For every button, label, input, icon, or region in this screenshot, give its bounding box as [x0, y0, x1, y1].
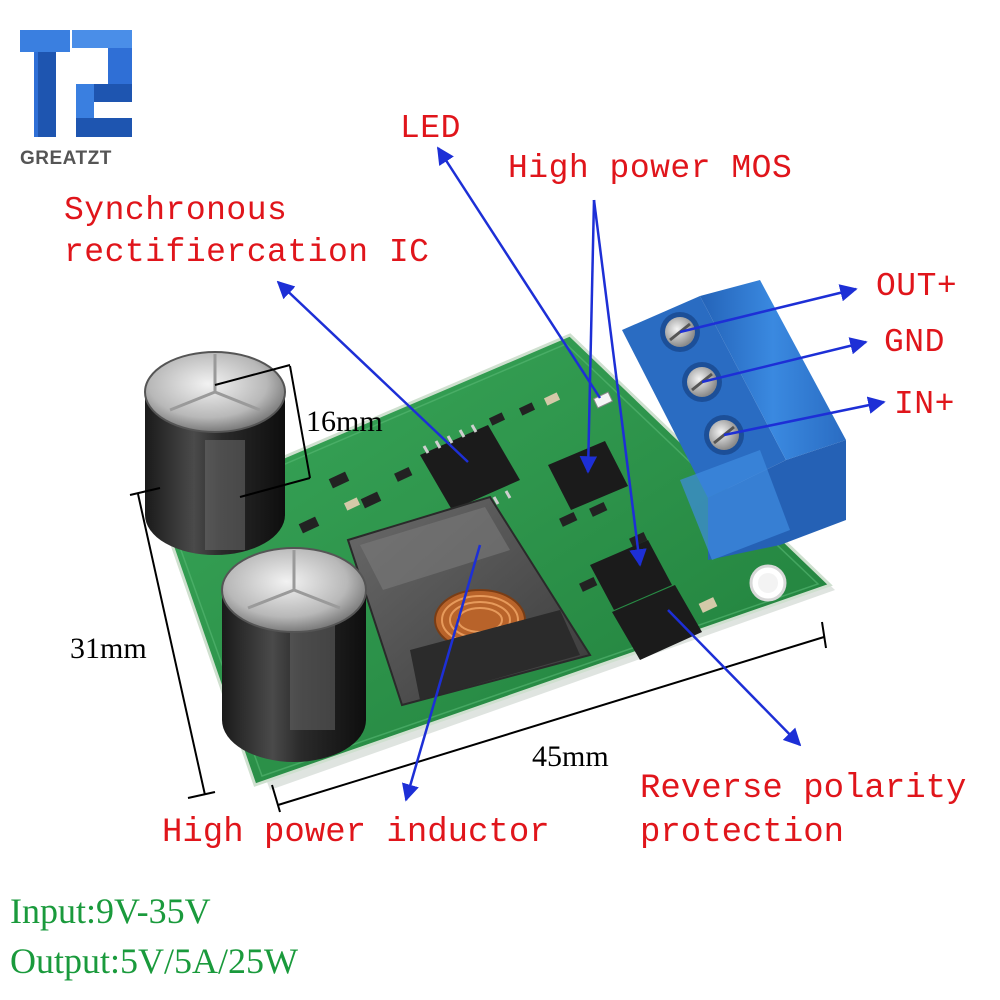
brand-logo: [20, 30, 132, 137]
dim-16mm: 16mm: [306, 405, 383, 438]
dim-31mm: 31mm: [70, 632, 147, 665]
capacitor-2: [221, 547, 367, 762]
arrow-led: [436, 146, 602, 399]
arrow-mos-1: [579, 199, 598, 474]
arrow-in-plus: [723, 396, 886, 437]
label-in-plus: IN+: [894, 386, 955, 423]
label-led: LED: [400, 110, 461, 147]
brand-name: GREATZT: [20, 148, 112, 169]
label-gnd: GND: [884, 324, 945, 361]
label-high-power-inductor: High power inductor: [162, 814, 550, 852]
arrow-inductor: [401, 544, 482, 802]
terminal-block: [622, 280, 846, 560]
spec-input: Input:9V-35V: [10, 891, 211, 931]
label-out-plus: OUT+: [876, 268, 958, 305]
arrow-sync-ic: [276, 280, 469, 463]
label-sync-line1: Synchronous: [64, 192, 288, 229]
spec-output: Output:5V/5A/25W: [10, 941, 298, 981]
arrow-out-plus: [679, 284, 858, 334]
dim-45mm: 45mm: [532, 740, 609, 773]
capacitor-1: [144, 351, 286, 555]
arrow-gnd: [701, 337, 868, 384]
label-sync-line2: rectifiercation IC: [64, 234, 430, 271]
label-reverse-line2: protection: [640, 814, 845, 852]
dimension-lines: [129, 364, 827, 813]
label-reverse-line1: Reverse polarity: [640, 770, 967, 808]
arrow-mos-2: [592, 199, 647, 567]
label-high-power-mos: High power MOS: [508, 150, 793, 187]
arrow-reverse: [667, 609, 802, 747]
